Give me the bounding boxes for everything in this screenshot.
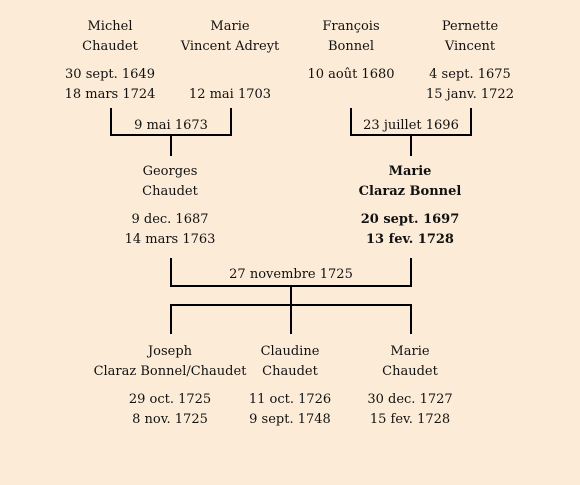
person-first-name: Pernette bbox=[441, 19, 499, 34]
person-georges-chaudet: Georges Chaudet 9 dec. 1687 14 mars 1763 bbox=[90, 162, 250, 250]
person-first-name: Georges bbox=[142, 164, 198, 179]
person-francois-bonnel: François Bonnel 10 août 1680 bbox=[271, 17, 431, 105]
connector-line bbox=[290, 285, 292, 305]
person-first-name: Claudine bbox=[260, 344, 320, 359]
person-death-date: 15 janv. 1722 bbox=[426, 87, 514, 102]
connector-line bbox=[170, 258, 172, 286]
person-first-name: François bbox=[322, 19, 380, 34]
connector-line bbox=[350, 108, 352, 136]
person-death-date: 12 mai 1703 bbox=[188, 87, 272, 102]
person-birth-date: 30 sept. 1649 bbox=[65, 67, 155, 82]
marriage-date-right: 23 juillet 1696 bbox=[363, 118, 459, 133]
connector-line bbox=[410, 258, 412, 286]
connector-line bbox=[170, 304, 172, 334]
connector-line bbox=[110, 108, 112, 136]
person-claudine-chaudet: Claudine Chaudet 11 oct. 1726 9 sept. 17… bbox=[210, 342, 370, 430]
person-birth-date: 20 sept. 1697 bbox=[360, 212, 460, 227]
person-death-date: 14 mars 1763 bbox=[124, 232, 216, 247]
connector-line bbox=[230, 108, 232, 136]
marriage-date-parents: 27 novembre 1725 bbox=[229, 267, 353, 282]
person-death-date: 15 fev. 1728 bbox=[369, 412, 451, 427]
person-last-name: Chaudet bbox=[262, 364, 318, 379]
person-pernette-vincent: Pernette Vincent 4 sept. 1675 15 janv. 1… bbox=[390, 17, 550, 105]
person-death-date: 9 sept. 1748 bbox=[249, 412, 331, 427]
person-last-name: Chaudet bbox=[382, 364, 438, 379]
person-michel-chaudet: Michel Chaudet 30 sept. 1649 18 mars 172… bbox=[30, 17, 190, 105]
person-last-name: Claraz Bonnel/Chaudet bbox=[93, 364, 247, 379]
person-death-date: 8 nov. 1725 bbox=[132, 412, 208, 427]
person-last-name: Bonnel bbox=[328, 39, 374, 54]
person-death-date: 13 fev. 1728 bbox=[366, 232, 454, 247]
person-last-name: Claraz Bonnel bbox=[358, 184, 462, 199]
person-birth-date: 11 oct. 1726 bbox=[248, 392, 332, 407]
person-birth-date: 10 août 1680 bbox=[307, 67, 395, 82]
person-first-name: Michel bbox=[87, 19, 133, 34]
person-last-name: Chaudet bbox=[142, 184, 198, 199]
connector-line bbox=[290, 304, 292, 334]
person-marie-claraz-bonnel: Marie Claraz Bonnel 20 sept. 1697 13 fev… bbox=[330, 162, 490, 250]
person-first-name: Marie bbox=[390, 344, 430, 359]
person-last-name: Vincent Adreyt bbox=[180, 39, 280, 54]
person-last-name: Chaudet bbox=[82, 39, 138, 54]
person-marie-chaudet: Marie Chaudet 30 dec. 1727 15 fev. 1728 bbox=[330, 342, 490, 430]
person-birth-date: 29 oct. 1725 bbox=[128, 392, 212, 407]
connector-line bbox=[170, 134, 172, 156]
person-joseph-claraz-bonnel-chaudet: Joseph Claraz Bonnel/Chaudet 29 oct. 172… bbox=[90, 342, 250, 430]
connector-line bbox=[470, 108, 472, 136]
connector-line bbox=[410, 134, 412, 156]
person-first-name: Joseph bbox=[147, 344, 193, 359]
marriage-date-left: 9 mai 1673 bbox=[134, 118, 208, 133]
person-marie-vincent-adreyt: Marie Vincent Adreyt 12 mai 1703 bbox=[150, 17, 310, 105]
person-birth-date: 4 sept. 1675 bbox=[429, 67, 511, 82]
person-last-name: Vincent bbox=[444, 39, 496, 54]
connector-line bbox=[410, 304, 412, 334]
person-first-name: Marie bbox=[388, 164, 432, 179]
person-first-name: Marie bbox=[210, 19, 250, 34]
person-birth-date: 9 dec. 1687 bbox=[131, 212, 209, 227]
person-birth-date: 30 dec. 1727 bbox=[367, 392, 453, 407]
person-death-date: 18 mars 1724 bbox=[64, 87, 156, 102]
